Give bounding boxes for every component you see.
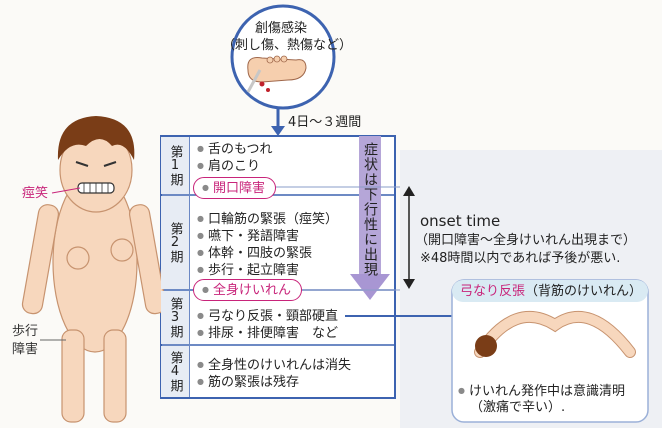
stage-3-label: 第3期 [161, 291, 190, 344]
stage-3-item: 弓なり反張・頸部硬直 [197, 307, 338, 325]
stage-1-item: 舌のもつれ [197, 140, 272, 158]
stage-2-item: 口輪筋の緊張（痙笑） [197, 210, 338, 228]
stage-4-label: 第4期 [161, 346, 190, 397]
stage-3-item: 排尿・排便障害 など [197, 324, 338, 342]
incubation-period: 4日〜３週間 [288, 114, 361, 131]
infection-title: 創傷感染 [255, 20, 307, 37]
stage-4-item: 全身性のけいれんは消失 [197, 356, 351, 374]
infection-subtitle: （刺し傷、熱傷など） [222, 37, 352, 54]
gait-label-2: 障害 [12, 341, 38, 358]
descending-arrow-label: 症状は下行性に出現 [361, 142, 379, 277]
opisthotonus-title: 弓なり反張 [460, 284, 525, 299]
risus-label: 痙笑 [22, 185, 48, 202]
stage-2-label: 第2期 [161, 196, 190, 289]
opisthotonus-heading: 弓なり反張（背筋のけいれん） [460, 283, 642, 300]
boy-figure [21, 116, 167, 422]
consciousness-note: けいれん発作中は意識清明 [458, 382, 625, 400]
incubation-arrow-head [271, 126, 285, 136]
stage-4-item: 筋の緊張は残存 [197, 373, 299, 391]
onset-time-note: ※48時間以内であれば予後が悪い. [420, 250, 620, 267]
opisthotonus-note: （背筋のけいれん） [525, 284, 642, 299]
stage-1-item: 肩のこり [197, 157, 260, 175]
onset-time-title: onset time [420, 212, 500, 230]
stage-2-item: 体幹・四肢の緊張 [197, 244, 312, 262]
pain-note: （激痛で辛い）. [470, 399, 565, 416]
gait-label: 歩行 [12, 323, 38, 340]
generalized-spasm-highlight: 全身けいれん [193, 279, 302, 301]
lockjaw-highlight: 開口障害 [193, 177, 276, 199]
stage-1-label: 第1期 [161, 137, 190, 194]
onset-time-range: （開口障害〜全身けいれん出現まで） [415, 232, 636, 249]
stage-2-item: 歩行・起立障害 [197, 261, 299, 279]
stage-2-item: 嚥下・発語障害 [197, 227, 299, 245]
